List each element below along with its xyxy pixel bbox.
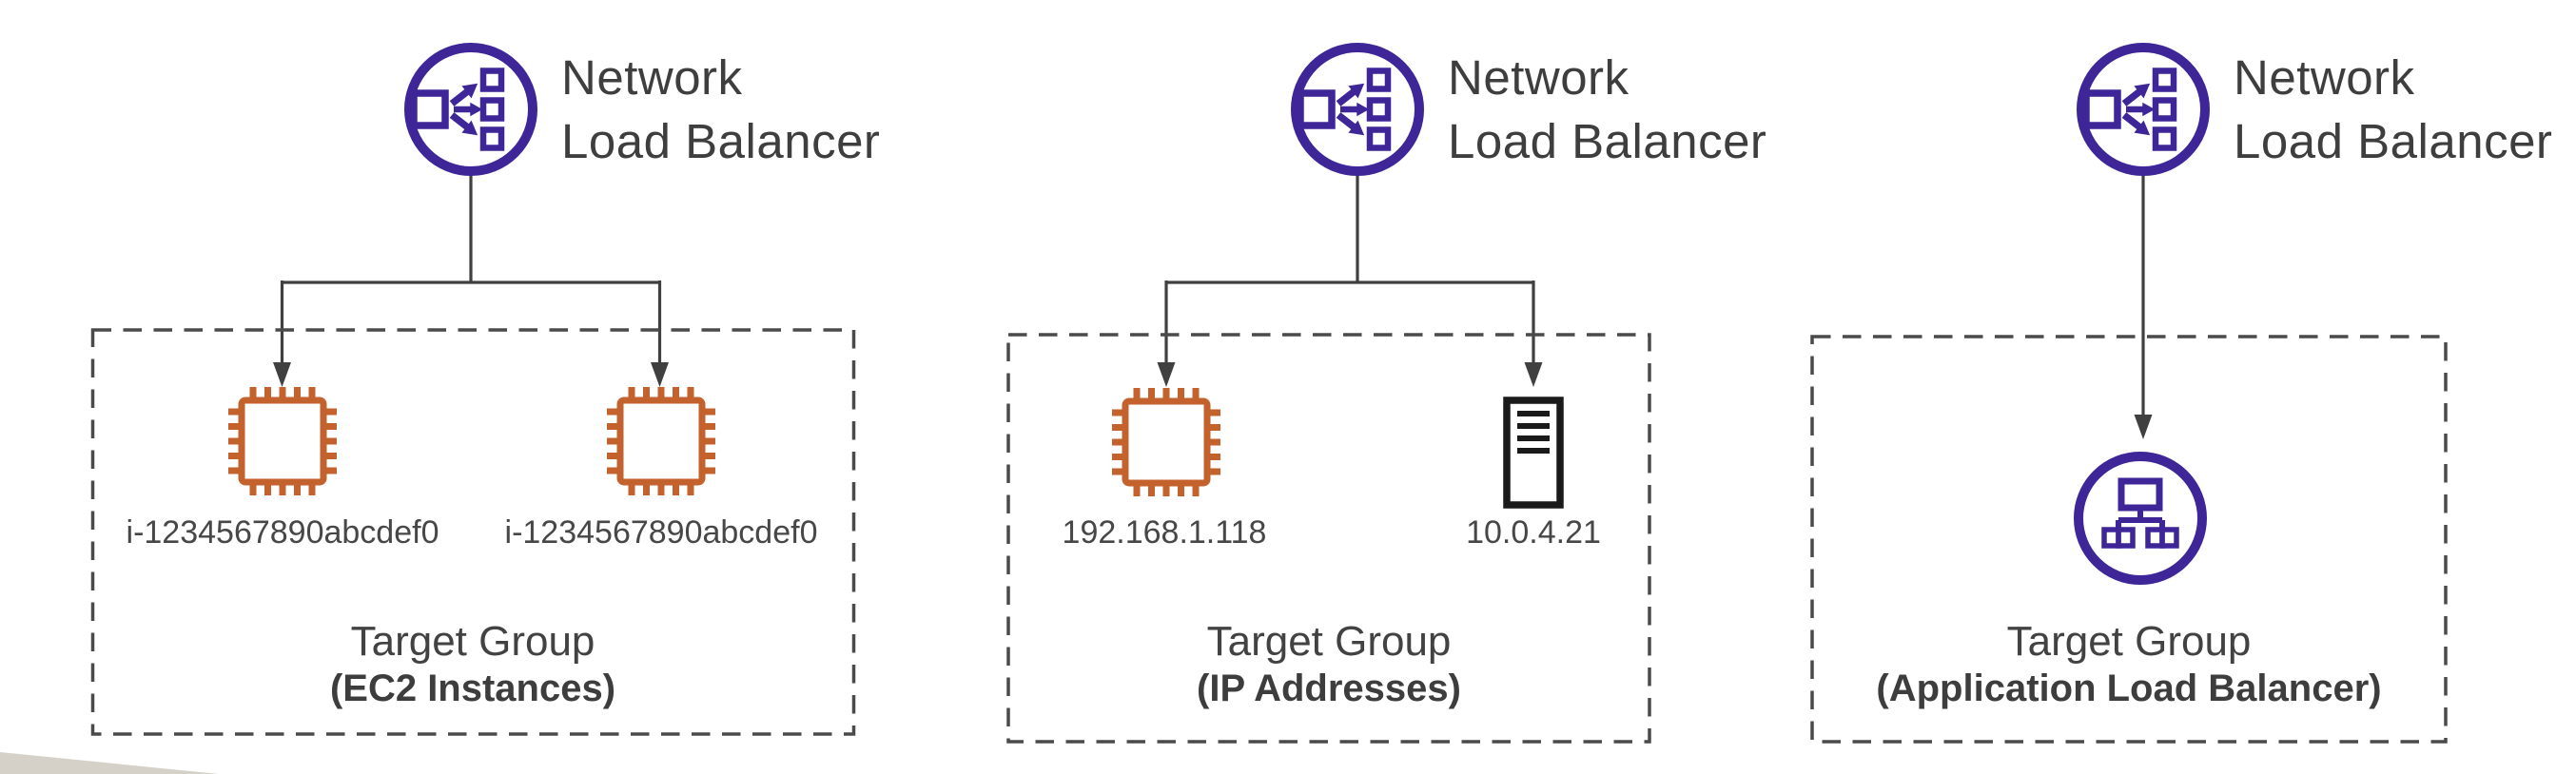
load-balancer-label-line2: Load Balancer (2234, 114, 2553, 168)
arrowhead (273, 362, 291, 387)
target-group-box-application-load-balancer (1810, 335, 2448, 744)
load-balancer-label: Network Load Balancer (2234, 46, 2552, 173)
load-balancer-label-line2: Load Balancer (1448, 114, 1767, 168)
load-balancer-label: Network Load Balancer (561, 46, 880, 173)
load-balancer-label-line1: Network (561, 50, 743, 105)
target-ip-label: 192.168.1.118 (1062, 514, 1267, 551)
ec2-instance-icon (228, 387, 337, 495)
connector-lines-ip-column (1164, 174, 1535, 365)
target-group-subtitle: (IP Addresses) (1197, 668, 1461, 709)
load-balancer-label-line1: Network (2234, 50, 2415, 105)
load-balancer-label-line1: Network (1448, 50, 1630, 105)
server-icon (1507, 400, 1560, 505)
target-ip-label: 10.0.4.21 (1466, 514, 1601, 551)
network-load-balancer-icon (1296, 48, 1419, 171)
ec2-instance-icon (607, 387, 715, 495)
target-group-subtitle: (Application Load Balancer) (1876, 668, 2382, 709)
target-group-box-ec2-instances (90, 328, 856, 736)
arrowhead (2134, 415, 2153, 439)
target-group-title: Target Group (350, 618, 595, 665)
ec2-instance-icon (1112, 388, 1220, 496)
load-balancer-label: Network Load Balancer (1448, 46, 1766, 173)
target-group-box-ip-addresses (1006, 333, 1651, 744)
target-group-subtitle: (EC2 Instances) (329, 668, 616, 709)
target-group-title: Target Group (2006, 618, 2252, 665)
target-instance-label: i-1234567890abcdef0 (504, 514, 818, 551)
load-balancer-label-line2: Load Balancer (561, 114, 881, 168)
network-load-balancer-icon (2081, 48, 2205, 171)
connector-lines-ec2-column (280, 174, 662, 365)
target-instance-label: i-1234567890abcdef0 (126, 514, 439, 551)
arrowhead (1157, 362, 1176, 387)
arrowhead (1524, 362, 1543, 387)
application-load-balancer-icon (2078, 456, 2202, 580)
arrowhead (651, 362, 669, 387)
target-group-title: Target Group (1206, 618, 1452, 665)
network-load-balancer-icon (409, 48, 533, 171)
slide-corner-decoration (0, 752, 219, 774)
